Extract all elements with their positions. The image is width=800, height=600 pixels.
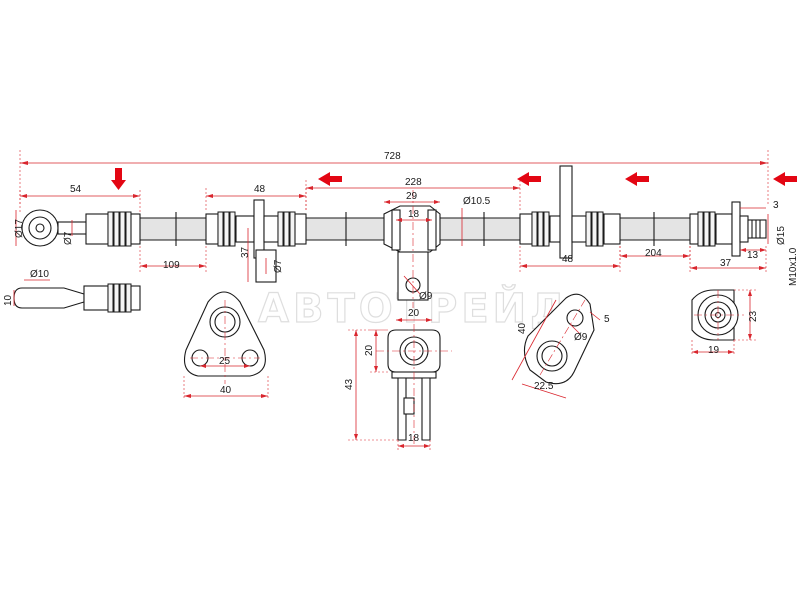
dimension-pipe-len: 10 xyxy=(3,290,15,306)
dim-text-10: 10 xyxy=(3,294,14,306)
dim-text-25: 25 xyxy=(219,356,231,367)
dimension-left-banjo-dia: Ø17 xyxy=(14,210,25,246)
dim-text-dia10-5: Ø10.5 xyxy=(463,196,491,207)
dimension-228: 228 xyxy=(305,177,521,212)
dim-text-13: 13 xyxy=(747,250,759,261)
direction-arrows xyxy=(111,168,797,190)
mounting-clip xyxy=(376,324,452,446)
dimension-clip-height-upper: 20 xyxy=(364,329,388,373)
dimension-nut-height: 23 xyxy=(734,289,759,341)
arrow-left-2 xyxy=(517,172,541,186)
dimension-slanted-base: 22.5 xyxy=(521,381,567,399)
arrow-down-left xyxy=(111,168,126,190)
arrow-left-1 xyxy=(318,172,342,186)
dim-text-37-bracket: 37 xyxy=(240,246,251,258)
hose-section-1 xyxy=(139,217,207,241)
dim-text-18-bottom: 18 xyxy=(408,433,420,444)
dimension-bracket-hole: Ø7 xyxy=(265,258,284,274)
dim-text-5: 5 xyxy=(604,314,610,325)
dim-text-dia17: Ø17 xyxy=(14,219,25,238)
dimension-left-bolt: Ø7 xyxy=(63,220,74,245)
dimension-18-top: 18 xyxy=(396,209,432,222)
slanted-plate xyxy=(523,293,595,385)
dimension-slanted-length: 40 xyxy=(511,299,557,381)
bracket-b-fitting xyxy=(519,165,621,259)
pipe-end-fitting xyxy=(13,283,141,313)
mid-clip xyxy=(383,190,441,308)
dim-text-728: 728 xyxy=(384,151,401,162)
right-fitting xyxy=(689,201,767,257)
hose-assembly xyxy=(21,165,767,308)
dimension-plate-holes: 25 xyxy=(200,356,250,368)
hose-section-2 xyxy=(305,217,385,241)
dim-text-18-top: 18 xyxy=(408,209,420,220)
dim-text-19: 19 xyxy=(708,345,720,356)
dim-text-dia7-bracket: Ø7 xyxy=(273,259,284,273)
arrow-left-4 xyxy=(773,172,797,186)
triangular-plate xyxy=(183,291,266,384)
dim-text-204: 204 xyxy=(645,248,662,259)
dimension-clip-bottom: 18 xyxy=(397,433,431,452)
dimension-thread: M10x1.0 xyxy=(788,247,799,286)
dimension-48-a: 48 xyxy=(205,184,307,212)
hex-nut-end-view xyxy=(691,289,744,341)
dim-text-thread: M10x1.0 xyxy=(788,247,799,286)
dim-text-48-a: 48 xyxy=(254,184,266,195)
dim-text-40-slant: 40 xyxy=(517,322,528,334)
left-banjo-fitting xyxy=(21,209,141,247)
dim-text-48-b: 48 xyxy=(562,254,574,265)
arrow-left-3 xyxy=(625,172,649,186)
dimension-overall-length: 728 xyxy=(19,150,769,205)
dim-text-29: 29 xyxy=(406,191,418,202)
dim-text-22-5: 22.5 xyxy=(534,381,554,392)
bracket-a-fitting xyxy=(205,199,307,283)
dim-text-dia10: Ø10 xyxy=(30,269,49,280)
dim-text-43: 43 xyxy=(344,378,355,390)
dimension-204: 204 xyxy=(619,246,691,262)
dimension-plate-width: 40 xyxy=(183,376,269,400)
dim-text-23: 23 xyxy=(748,310,759,322)
dim-text-20-side: 20 xyxy=(364,344,375,356)
dim-text-dia15: Ø15 xyxy=(776,226,787,245)
dimension-29: 29 xyxy=(384,191,440,204)
dim-text-3: 3 xyxy=(773,200,779,211)
dimension-clip-hole: Ø9 xyxy=(403,275,433,302)
dimension-37-bracket: 37 xyxy=(240,228,251,282)
dimension-13: 13 xyxy=(740,248,766,261)
dim-text-109: 109 xyxy=(163,260,180,271)
dimension-slanted-hole: Ø9 xyxy=(569,323,588,343)
dimension-slanted-edge: 5 xyxy=(589,311,610,325)
dim-text-dia9-clip: Ø9 xyxy=(419,291,433,302)
dimension-dia15: Ø15 xyxy=(767,214,787,245)
dimension-clip-top: 20 xyxy=(396,308,432,322)
dim-text-228: 228 xyxy=(405,177,422,188)
dimension-nut-width: 19 xyxy=(691,340,735,356)
dim-text-dia9-slant: Ø9 xyxy=(574,332,588,343)
dim-text-dia7-left: Ø7 xyxy=(63,231,74,245)
hose-section-3 xyxy=(439,217,521,241)
dimension-109: 109 xyxy=(139,246,207,272)
dimension-pipe-dia: Ø10 xyxy=(24,269,50,281)
hose-section-4 xyxy=(619,217,691,241)
dim-text-40-plate: 40 xyxy=(220,385,232,396)
dimension-10-5: Ø10.5 xyxy=(461,196,491,246)
dim-text-20-top: 20 xyxy=(408,308,420,319)
dim-text-37-right: 37 xyxy=(720,258,732,269)
dimension-clip-height-total: 43 xyxy=(344,329,398,441)
dimension-54: 54 xyxy=(19,184,141,212)
dim-text-54: 54 xyxy=(70,184,82,195)
dimension-3: 3 xyxy=(740,200,779,211)
